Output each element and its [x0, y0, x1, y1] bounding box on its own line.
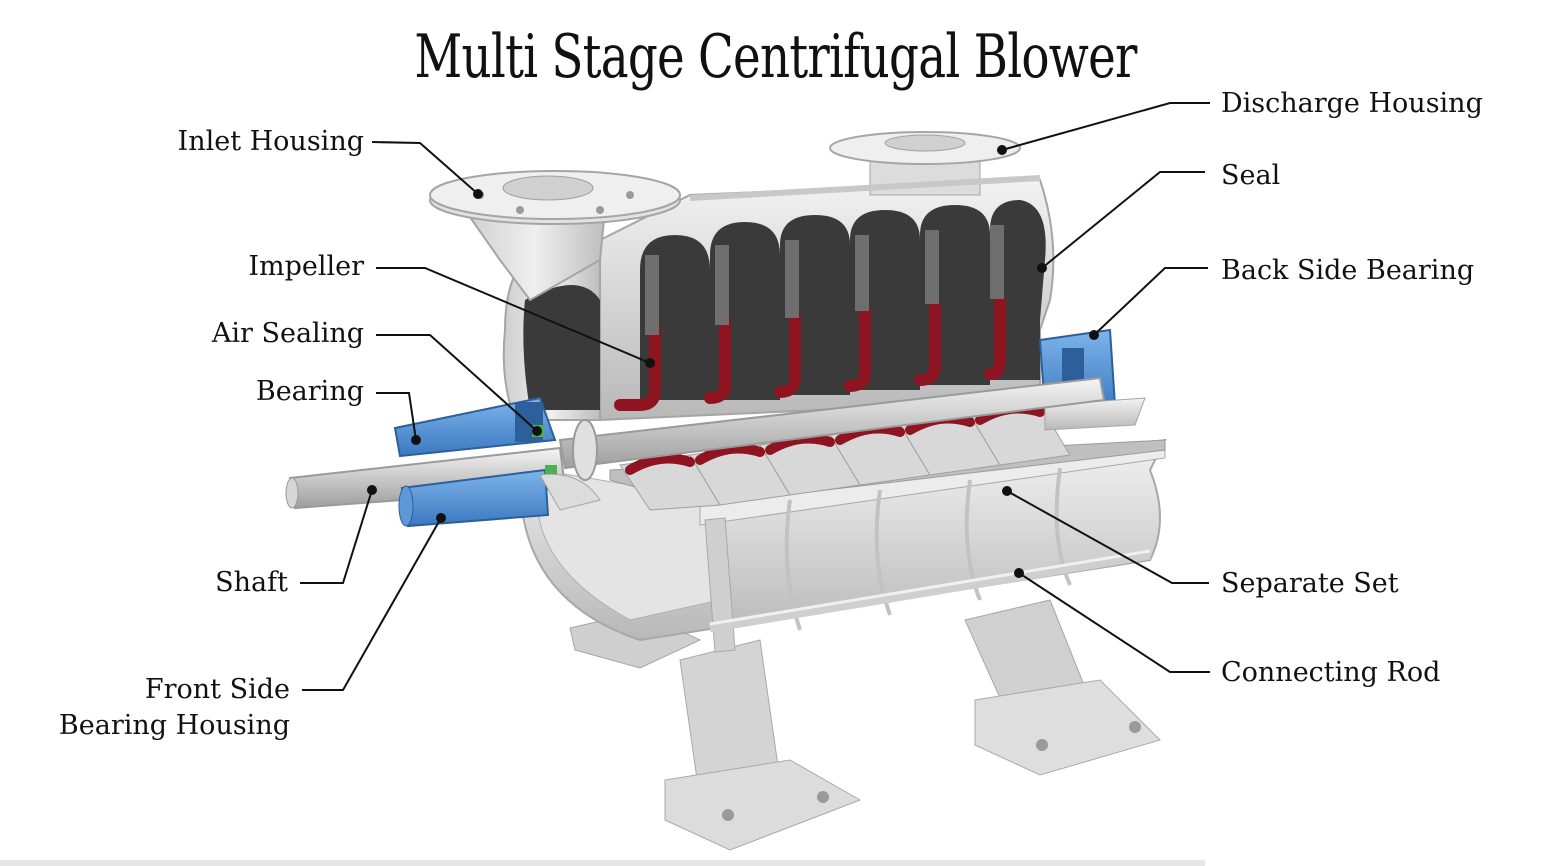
label-back-side-bearing: Back Side Bearing: [1221, 255, 1475, 286]
label-bearing: Bearing: [255, 376, 364, 407]
inlet-flange: [429, 170, 681, 225]
label-front-side-line1: Front Side: [144, 674, 290, 705]
diagram-title: Multi Stage Centrifugal Blower: [414, 22, 1137, 92]
support-feet: [569, 599, 1161, 851]
label-front-side-line2: Bearing Housing: [58, 710, 290, 741]
label-air-sealing: Air Sealing: [211, 318, 364, 349]
leader-shaft: [300, 489, 373, 584]
leader-seal: [1041, 171, 1205, 269]
leader-impeller: [376, 267, 651, 364]
shaft: [285, 376, 1106, 510]
separate-set: [609, 403, 1166, 631]
label-connecting-rod: Connecting Rod: [1221, 657, 1441, 688]
label-inlet-housing: Inlet Housing: [177, 126, 364, 157]
leader-lines: [300, 102, 1210, 691]
leader-dots: [367, 145, 1099, 578]
top-tie-rod: [689, 175, 1041, 201]
label-shaft: Shaft: [215, 567, 288, 598]
impeller-stages: [614, 200, 1046, 411]
connecting-rod: [709, 550, 1151, 633]
label-discharge-housing: Discharge Housing: [1221, 88, 1483, 119]
label-impeller: Impeller: [248, 251, 364, 282]
label-separate-set: Separate Set: [1221, 568, 1399, 599]
leader-separate-set: [1006, 490, 1209, 584]
label-seal: Seal: [1221, 160, 1281, 191]
leader-back-side-bearing: [1093, 267, 1208, 336]
leader-connecting-rod: [1018, 572, 1210, 673]
leader-air-sealing: [376, 334, 538, 432]
leader-bearing: [376, 392, 417, 441]
leader-discharge-housing: [1001, 102, 1210, 151]
leader-front-side-bearing-housing: [302, 517, 442, 691]
bottom-divider: [0, 860, 1205, 866]
leader-inlet-housing: [371, 141, 479, 195]
